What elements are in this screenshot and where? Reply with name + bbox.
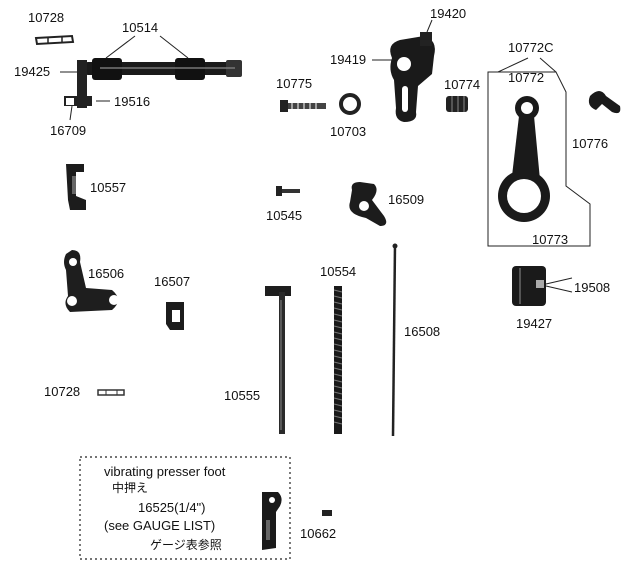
label-19508: 19508 <box>574 280 610 295</box>
label-19425: 19425 <box>14 64 50 79</box>
part-10545-screw <box>276 186 300 196</box>
label-10554: 10554 <box>320 264 356 279</box>
label-10728-top: 10728 <box>28 10 64 25</box>
part-19420-setscrew <box>420 32 432 46</box>
part-10703-washer <box>339 93 361 115</box>
part-10728-pin-top <box>34 34 75 46</box>
part-19427-collar <box>512 266 546 306</box>
note-box <box>79 456 291 560</box>
part-10662-screw <box>322 510 332 516</box>
label-10773: 10773 <box>532 232 568 247</box>
part-16507-clip <box>166 302 184 330</box>
part-16508-thin-rod <box>391 243 398 437</box>
label-10774: 10774 <box>444 77 480 92</box>
label-10772: 10772 <box>508 70 544 85</box>
label-10545: 10545 <box>266 208 302 223</box>
part-10554-threaded-rod <box>333 286 343 434</box>
label-19419: 19419 <box>330 52 366 67</box>
part-10555-rod <box>265 286 291 434</box>
part-16525-presser-foot <box>262 492 282 550</box>
part-10776-clip <box>588 91 621 114</box>
label-16506: 16506 <box>88 266 124 281</box>
note-line-jp-presser: 中押え <box>112 480 148 495</box>
label-16509: 16509 <box>388 192 424 207</box>
label-19427: 19427 <box>516 316 552 331</box>
label-10775: 10775 <box>276 76 312 91</box>
part-10557-bracket <box>66 164 86 210</box>
note-line-part-number: 16525(1/4") <box>138 500 206 515</box>
label-10772C: 10772C <box>508 40 554 55</box>
part-19419-crank <box>390 36 435 122</box>
label-16508: 16508 <box>404 324 440 339</box>
part-16509-arm <box>349 182 387 226</box>
note-line-vibrating-presser-foot: vibrating presser foot <box>104 464 226 479</box>
label-10662: 10662 <box>300 526 336 541</box>
note-line-see-gauge-list: (see GAUGE LIST) <box>104 518 215 533</box>
label-19516: 19516 <box>114 94 150 109</box>
label-19420: 19420 <box>430 6 466 21</box>
part-10774-bushing <box>446 96 468 112</box>
label-10728-low: 10728 <box>44 384 80 399</box>
label-10776: 10776 <box>572 136 608 151</box>
part-10728-pin-low <box>97 389 125 396</box>
part-10772-connecting-rod <box>498 96 550 222</box>
part-10775-screw <box>280 100 326 112</box>
part-10514-shaft <box>86 58 242 80</box>
part-19425-bracket <box>64 60 92 108</box>
label-16507: 16507 <box>154 274 190 289</box>
part-10772C-group-outline <box>487 71 591 247</box>
label-16709: 16709 <box>50 123 86 138</box>
label-10555: 10555 <box>224 388 260 403</box>
label-10703: 10703 <box>330 124 366 139</box>
label-10557: 10557 <box>90 180 126 195</box>
label-10514: 10514 <box>122 20 158 35</box>
note-line-jp-gauge: ゲージ表参照 <box>150 537 222 552</box>
part-16506-lever <box>64 250 119 312</box>
